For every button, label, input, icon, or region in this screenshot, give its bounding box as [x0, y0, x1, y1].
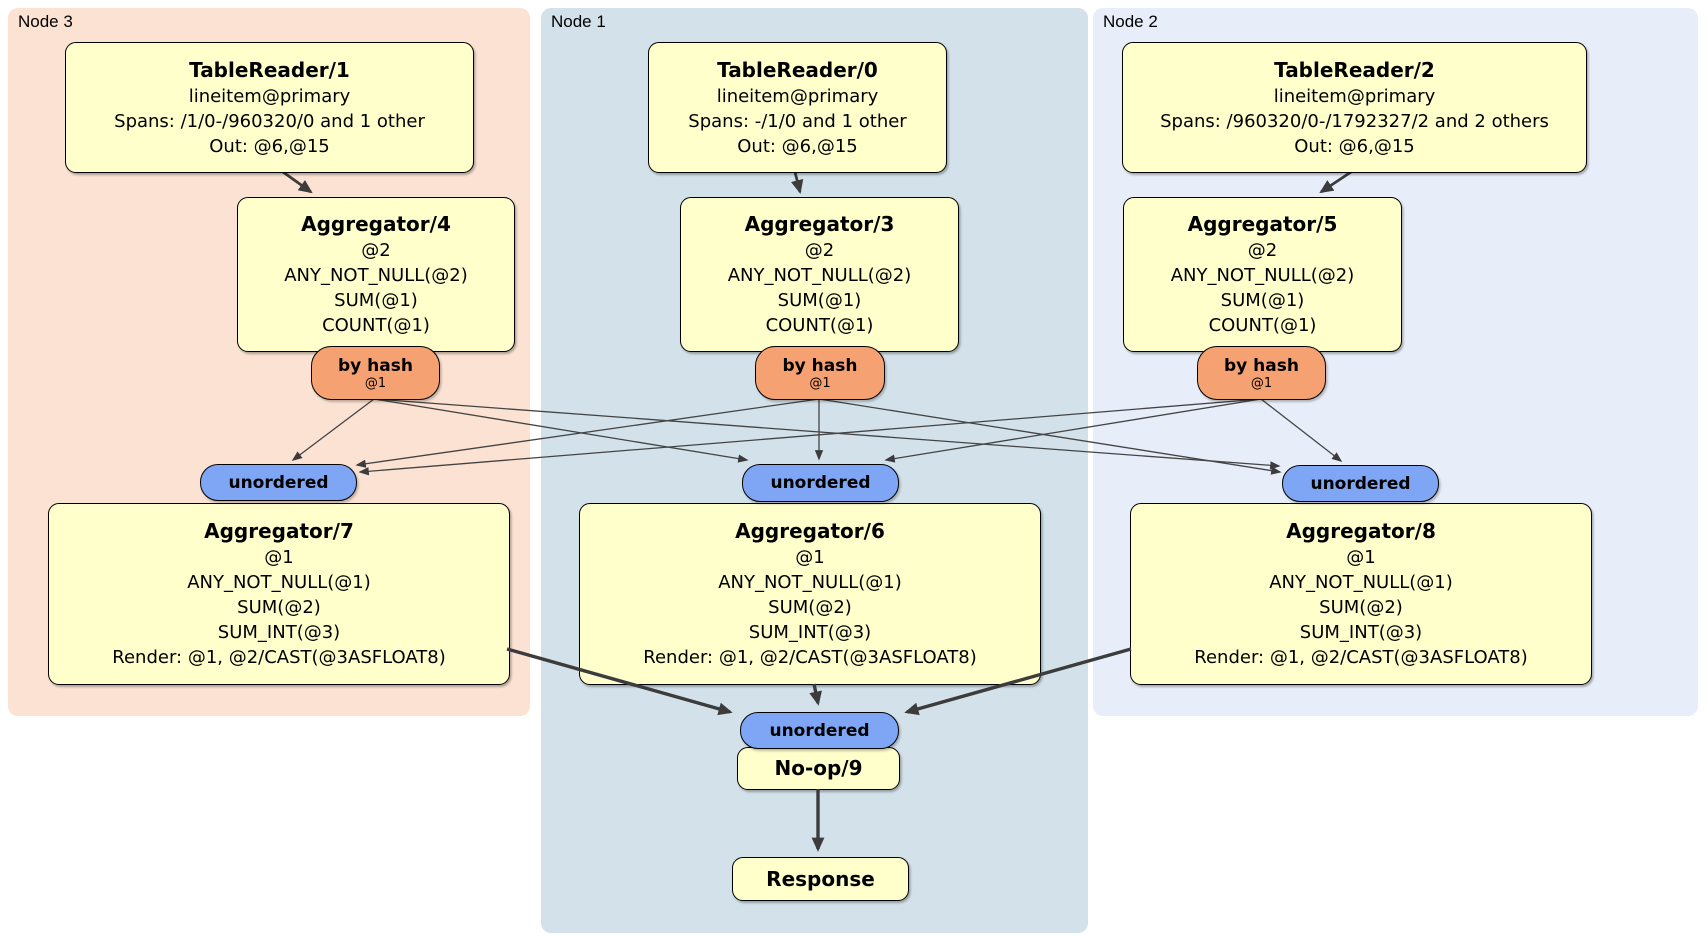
- processor-aggregator-5: Aggregator/5 @2 ANY_NOT_NULL(@2) SUM(@1)…: [1123, 197, 1402, 352]
- processor-detail: lineitem@primary: [188, 85, 351, 107]
- processor-detail: Out: @6,@15: [737, 135, 858, 157]
- processor-detail: Spans: /1/0-/960320/0 and 1 other: [114, 110, 425, 132]
- processor-detail: COUNT(@1): [765, 315, 874, 336]
- processor-aggregator-7: Aggregator/7 @1 ANY_NOT_NULL(@1) SUM(@2)…: [48, 503, 510, 685]
- processor-title: Aggregator/8: [1286, 519, 1436, 543]
- processor-detail: @1: [264, 547, 294, 568]
- processor-detail: lineitem@primary: [716, 85, 879, 107]
- processor-title: Aggregator/3: [744, 212, 895, 236]
- processor-detail: ANY_NOT_NULL(@1): [1269, 572, 1453, 593]
- processor-detail: COUNT(@1): [322, 315, 430, 336]
- processor-detail: ANY_NOT_NULL(@1): [187, 572, 371, 593]
- processor-detail: COUNT(@1): [1208, 315, 1317, 336]
- processor-detail: @2: [361, 240, 391, 261]
- processor-detail: Render: @1, @2/CAST(@3ASFLOAT8): [643, 647, 977, 668]
- router-label: by hash: [782, 355, 858, 376]
- processor-detail: Spans: -/1/0 and 1 other: [688, 110, 907, 132]
- processor-detail: ANY_NOT_NULL(@2): [727, 265, 912, 286]
- processor-detail: @2: [804, 240, 835, 261]
- router-by-hash-4: by hash @1: [311, 346, 440, 400]
- processor-detail: Out: @6,@15: [209, 135, 330, 157]
- router-detail: @1: [809, 375, 831, 391]
- processor-detail: Out: @6,@15: [1294, 135, 1415, 157]
- response-node: Response: [732, 857, 909, 901]
- router-label: by hash: [338, 355, 413, 376]
- processor-detail: @2: [1247, 240, 1278, 261]
- processor-detail: @1: [795, 547, 825, 568]
- processor-detail: SUM(@2): [1319, 597, 1403, 618]
- processor-detail: SUM_INT(@3): [217, 622, 341, 643]
- router-by-hash-5: by hash @1: [1197, 346, 1326, 400]
- sync-unordered-7: unordered: [200, 464, 357, 501]
- processor-aggregator-8: Aggregator/8 @1 ANY_NOT_NULL(@1) SUM(@2)…: [1130, 503, 1592, 685]
- processor-detail: SUM_INT(@3): [1299, 622, 1423, 643]
- processor-detail: ANY_NOT_NULL(@1): [718, 572, 902, 593]
- region-node-2-label: Node 2: [1103, 12, 1158, 31]
- processor-detail: ANY_NOT_NULL(@2): [284, 265, 468, 286]
- region-node-3-label: Node 3: [18, 12, 73, 31]
- processor-detail: SUM(@1): [1220, 290, 1305, 311]
- processor-aggregator-4: Aggregator/4 @2 ANY_NOT_NULL(@2) SUM(@1)…: [237, 197, 515, 352]
- processor-title: TableReader/2: [1274, 57, 1435, 82]
- processor-detail: Render: @1, @2/CAST(@3ASFLOAT8): [1194, 647, 1528, 668]
- processor-title: Response: [766, 866, 875, 891]
- processor-detail: Spans: /960320/0-/1792327/2 and 2 others: [1160, 110, 1549, 132]
- processor-detail: Render: @1, @2/CAST(@3ASFLOAT8): [112, 647, 446, 668]
- processor-title: Aggregator/7: [204, 519, 354, 543]
- processor-title: TableReader/1: [189, 57, 350, 82]
- processor-detail: SUM_INT(@3): [748, 622, 872, 643]
- router-label: by hash: [1224, 355, 1299, 376]
- processor-title: Aggregator/6: [735, 519, 885, 543]
- processor-aggregator-3: Aggregator/3 @2 ANY_NOT_NULL(@2) SUM(@1)…: [680, 197, 959, 352]
- sync-unordered-9: unordered: [740, 712, 899, 749]
- processor-tablereader-1: TableReader/1 lineitem@primary Spans: /1…: [65, 42, 474, 173]
- sync-unordered-6: unordered: [742, 464, 899, 502]
- processor-noop-9: No-op/9: [737, 747, 900, 790]
- sync-unordered-8: unordered: [1282, 465, 1439, 502]
- processor-detail: SUM(@1): [334, 290, 418, 311]
- processor-title: No-op/9: [774, 756, 863, 780]
- processor-detail: SUM(@2): [237, 597, 321, 618]
- processor-tablereader-2: TableReader/2 lineitem@primary Spans: /9…: [1122, 42, 1587, 173]
- processor-title: Aggregator/4: [301, 212, 451, 236]
- router-by-hash-3: by hash @1: [755, 346, 885, 400]
- processor-title: Aggregator/5: [1187, 212, 1338, 236]
- processor-detail: SUM(@1): [777, 290, 862, 311]
- router-detail: @1: [364, 375, 387, 391]
- region-node-1-label: Node 1: [551, 12, 606, 31]
- processor-aggregator-6: Aggregator/6 @1 ANY_NOT_NULL(@1) SUM(@2)…: [579, 503, 1041, 685]
- processor-detail: ANY_NOT_NULL(@2): [1170, 265, 1355, 286]
- processor-detail: lineitem@primary: [1273, 85, 1436, 107]
- processor-detail: @1: [1346, 547, 1376, 568]
- processor-title: TableReader/0: [717, 57, 878, 82]
- processor-detail: SUM(@2): [768, 597, 852, 618]
- router-detail: @1: [1250, 375, 1273, 391]
- processor-tablereader-0: TableReader/0 lineitem@primary Spans: -/…: [648, 42, 947, 173]
